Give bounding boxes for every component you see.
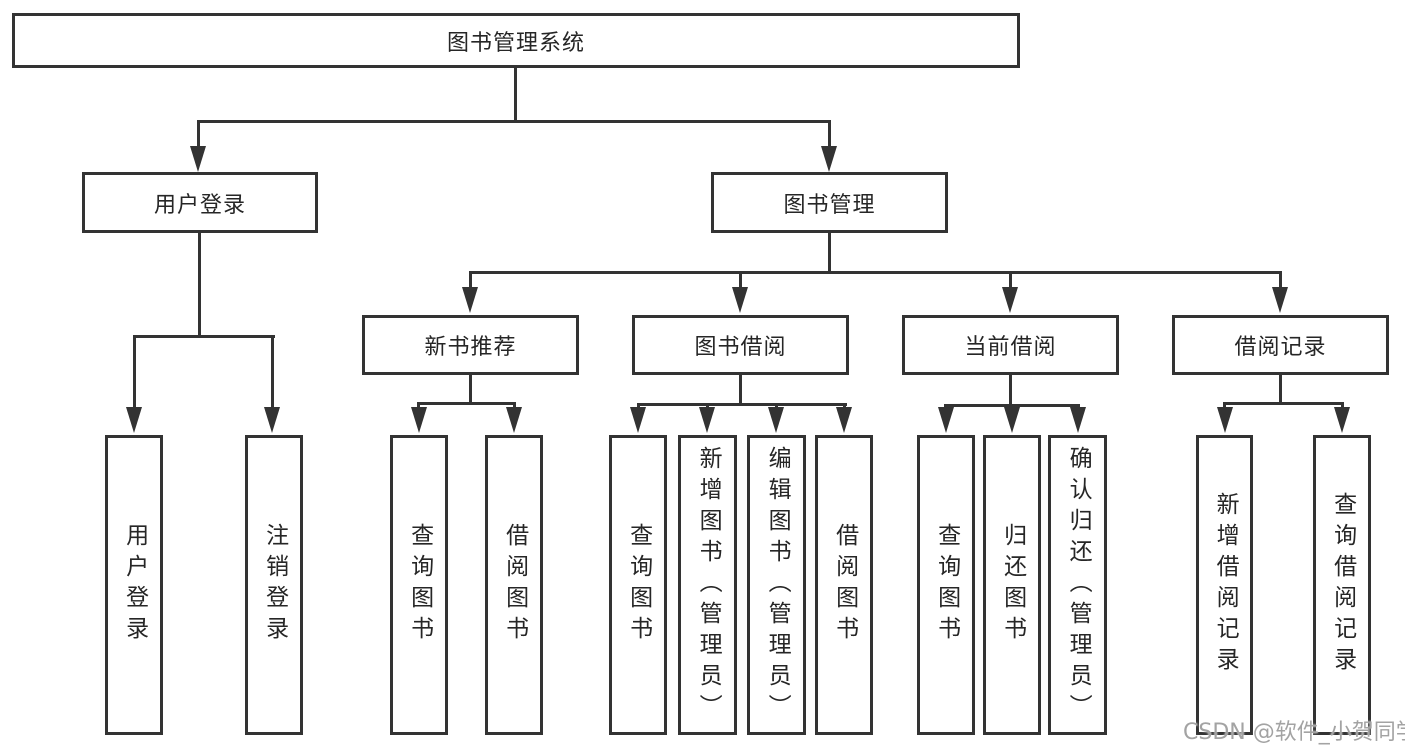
node-book-borrowing: 图书借阅 bbox=[632, 315, 849, 375]
arrow-down-icon bbox=[1334, 407, 1350, 433]
v-line bbox=[1009, 375, 1012, 406]
node-query-books-current: 查询图书 bbox=[917, 435, 975, 735]
node-current-borrowing: 当前借阅 bbox=[902, 315, 1119, 375]
v-line bbox=[197, 120, 200, 148]
v-line bbox=[739, 271, 742, 289]
node-label: 用户登录 bbox=[153, 192, 246, 218]
node-label: 借阅图书 bbox=[831, 523, 858, 647]
v-line bbox=[1279, 271, 1282, 289]
v-line bbox=[469, 271, 472, 289]
node-label: 查询图书 bbox=[933, 523, 960, 647]
node-label: 确认归还（管理员） bbox=[1065, 445, 1092, 725]
v-line bbox=[739, 375, 742, 405]
arrow-down-icon bbox=[821, 146, 837, 172]
node-query-borrow-record: 查询借阅记录 bbox=[1313, 435, 1371, 735]
node-label: 借阅记录 bbox=[1234, 335, 1327, 360]
node-label: 注销登录 bbox=[261, 523, 288, 647]
v-line bbox=[828, 120, 831, 148]
h-line bbox=[637, 403, 847, 406]
arrow-down-icon bbox=[462, 287, 478, 313]
v-line bbox=[514, 67, 517, 123]
arrow-down-icon bbox=[1272, 287, 1288, 313]
h-line bbox=[133, 335, 275, 338]
csdn-watermark: CSDN @软件_小贺同学 bbox=[1183, 720, 1405, 745]
v-line bbox=[1009, 271, 1012, 289]
h-line bbox=[1223, 402, 1344, 405]
node-label: 查询图书 bbox=[625, 523, 652, 647]
node-user-login: 用户登录 bbox=[82, 172, 318, 233]
node-library-management-system: 图书管理系统 bbox=[12, 13, 1020, 68]
node-return-books: 归还图书 bbox=[983, 435, 1041, 735]
arrow-down-icon bbox=[732, 287, 748, 313]
node-borrowing-records: 借阅记录 bbox=[1172, 315, 1389, 375]
arrow-down-icon bbox=[938, 407, 954, 433]
node-label: 查询借阅记录 bbox=[1329, 492, 1356, 678]
node-borrow-books-recommend: 借阅图书 bbox=[485, 435, 543, 735]
node-label: 图书管理 bbox=[783, 192, 876, 218]
node-label: 编辑图书（管理员） bbox=[764, 445, 791, 725]
arrow-down-icon bbox=[836, 407, 852, 433]
arrow-down-icon bbox=[190, 146, 206, 172]
h-line bbox=[198, 120, 831, 123]
arrow-down-icon bbox=[1070, 407, 1086, 433]
arrow-down-icon bbox=[768, 407, 784, 433]
node-label: 用户登录 bbox=[121, 523, 148, 647]
arrow-down-icon bbox=[411, 407, 427, 433]
v-line bbox=[1279, 375, 1282, 405]
arrow-down-icon bbox=[1002, 287, 1018, 313]
node-edit-book-admin: 编辑图书（管理员） bbox=[747, 435, 806, 735]
v-line bbox=[198, 233, 201, 338]
arrow-down-icon bbox=[630, 407, 646, 433]
node-query-books-borrowing: 查询图书 bbox=[609, 435, 667, 735]
node-label: 查询图书 bbox=[406, 523, 433, 647]
node-confirm-return-admin: 确认归还（管理员） bbox=[1048, 435, 1107, 735]
node-new-book-recommend: 新书推荐 bbox=[362, 315, 579, 375]
v-line bbox=[133, 335, 136, 409]
node-logout: 注销登录 bbox=[245, 435, 303, 735]
arrow-down-icon bbox=[699, 407, 715, 433]
node-user-login-leaf: 用户登录 bbox=[105, 435, 163, 735]
node-label: 新书推荐 bbox=[424, 335, 517, 360]
arrow-down-icon bbox=[126, 407, 142, 433]
node-label: 借阅图书 bbox=[501, 523, 528, 647]
arrow-down-icon bbox=[1217, 407, 1233, 433]
node-label: 新增借阅记录 bbox=[1212, 492, 1239, 678]
v-line bbox=[469, 375, 472, 405]
node-add-borrow-record: 新增借阅记录 bbox=[1196, 435, 1253, 735]
arrow-down-icon bbox=[264, 407, 280, 433]
arrow-down-icon bbox=[1004, 407, 1020, 433]
v-line bbox=[271, 335, 274, 409]
h-line bbox=[469, 271, 1282, 274]
arrow-down-icon bbox=[506, 407, 522, 433]
node-label: 图书借阅 bbox=[694, 335, 787, 360]
node-label: 图书管理系统 bbox=[446, 30, 585, 56]
v-line bbox=[828, 233, 831, 274]
node-label: 新增图书（管理员） bbox=[695, 445, 722, 725]
h-line bbox=[417, 402, 516, 405]
node-book-management: 图书管理 bbox=[711, 172, 948, 233]
node-add-book-admin: 新增图书（管理员） bbox=[678, 435, 737, 735]
node-query-books-recommend: 查询图书 bbox=[390, 435, 448, 735]
node-label: 归还图书 bbox=[999, 523, 1026, 647]
node-label: 当前借阅 bbox=[964, 335, 1057, 360]
node-borrow-books-leaf: 借阅图书 bbox=[815, 435, 873, 735]
